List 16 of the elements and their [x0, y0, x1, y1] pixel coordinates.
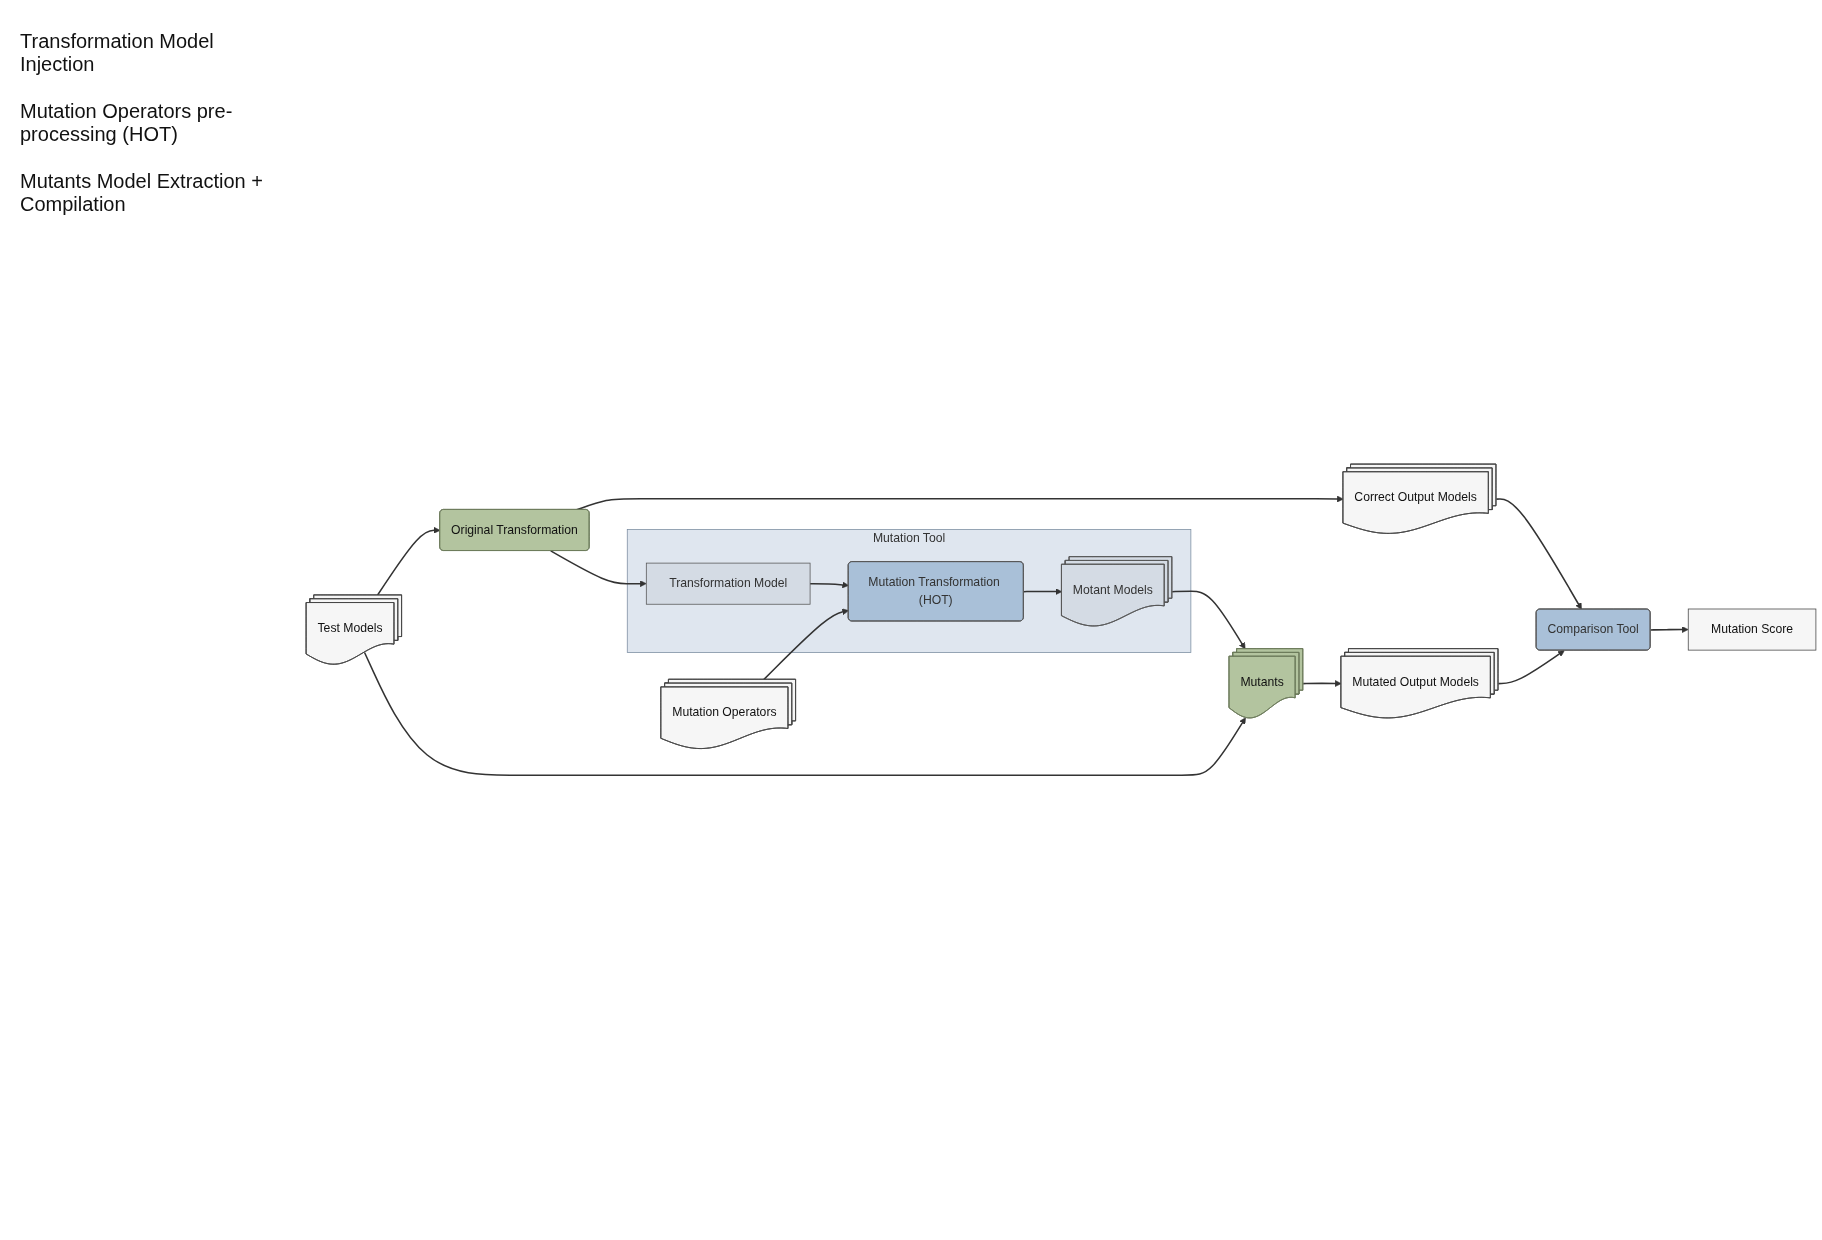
arrow	[549, 550, 647, 588]
arrow	[1171, 590, 1246, 650]
arrow	[1302, 680, 1342, 688]
arrow	[1023, 588, 1063, 596]
node-box: Transformation Model	[645, 563, 811, 605]
arrow	[809, 581, 849, 589]
note-label: Mutants Model Extraction + Compilation	[20, 170, 264, 216]
arrow	[376, 527, 441, 597]
arrow	[1649, 626, 1689, 634]
node-box: Mutation Score	[1687, 608, 1817, 651]
arrow	[1495, 498, 1582, 610]
note-label: Mutation Operators pre-processing (HOT)	[20, 100, 234, 146]
note-label: Transformation Model Injection	[20, 30, 215, 76]
arrow	[762, 608, 849, 681]
arrow	[363, 652, 1246, 777]
arrow	[1497, 650, 1565, 685]
